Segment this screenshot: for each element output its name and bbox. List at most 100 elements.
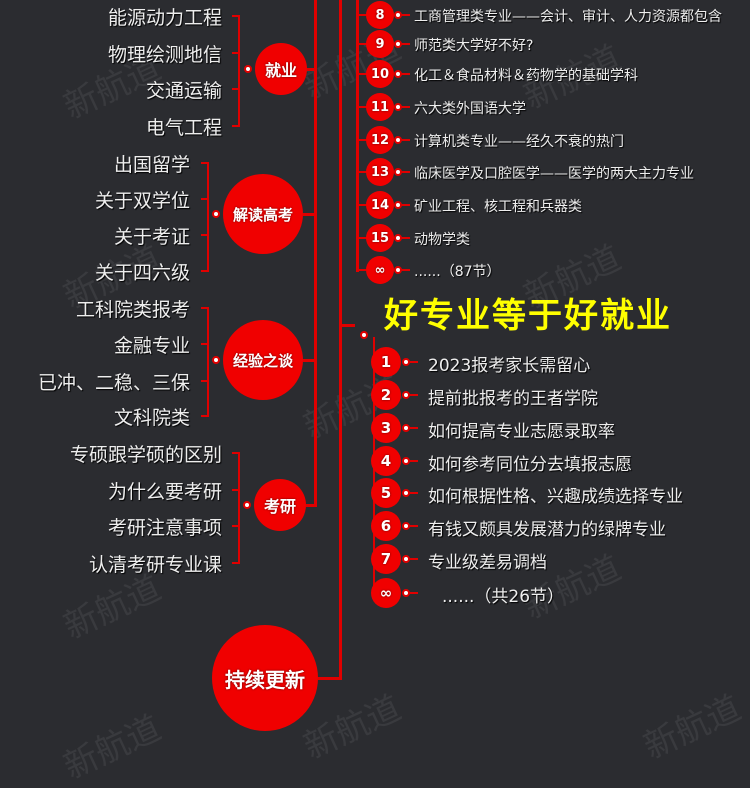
list-item[interactable]: 动物学类	[414, 232, 470, 248]
collapse-dot[interactable]	[394, 11, 402, 19]
leaf-node[interactable]: 考研注意事项	[107, 517, 222, 539]
topic-node[interactable]: 就业	[255, 43, 307, 95]
leaf-node[interactable]: 能源动力工程	[107, 7, 222, 29]
list-number-badge: 14	[366, 191, 394, 219]
collapse-dot[interactable]	[394, 40, 402, 48]
collapse-dot[interactable]	[243, 501, 251, 509]
list-item[interactable]: 提前批报考的王者学院	[428, 389, 598, 409]
connector-line	[232, 88, 240, 90]
collapse-dot[interactable]	[394, 136, 402, 144]
list-number-badge: 9	[366, 30, 394, 58]
list-number-badge: 5	[371, 478, 401, 508]
connector-line	[357, 139, 367, 141]
leaf-node[interactable]: 为什么要考研	[107, 481, 222, 503]
leaf-node[interactable]: 物理绘测地信	[107, 44, 222, 66]
connector-line	[410, 558, 418, 560]
collapse-dot[interactable]	[360, 331, 368, 339]
collapse-dot[interactable]	[402, 522, 410, 530]
list-item[interactable]: 工商管理类专业——会计、审计、人力资源都包含	[414, 9, 722, 25]
connector-line	[402, 73, 410, 75]
list-item[interactable]: ......（共26节）	[442, 587, 565, 607]
collapse-dot[interactable]	[394, 70, 402, 78]
collapse-dot[interactable]	[402, 424, 410, 432]
connector-line	[232, 452, 240, 454]
list-number-badge: 6	[371, 511, 401, 541]
watermark: 新航道	[57, 707, 168, 788]
topic-node[interactable]: 经验之谈	[223, 320, 303, 400]
leaf-node[interactable]: 交通运输	[145, 80, 222, 102]
collapse-dot[interactable]	[394, 234, 402, 242]
list-number-badge: 4	[371, 446, 401, 476]
connector-line	[402, 139, 410, 141]
collapse-dot[interactable]	[394, 266, 402, 274]
connector-line	[357, 269, 367, 271]
collapse-dot[interactable]	[394, 103, 402, 111]
collapse-dot[interactable]	[402, 489, 410, 497]
list-number-badge: 2	[371, 380, 401, 410]
topic-node[interactable]: 解读高考	[223, 174, 303, 254]
collapse-dot[interactable]	[212, 356, 220, 364]
connector-line	[410, 492, 418, 494]
leaf-node[interactable]: 关于双学位	[94, 190, 190, 212]
list-number-badge: 3	[371, 413, 401, 443]
leaf-node[interactable]: 关于四六级	[94, 262, 190, 284]
connector-line	[410, 361, 418, 363]
topic-node-continuous-update[interactable]: 持续更新	[212, 625, 318, 731]
leaf-node[interactable]: 电气工程	[145, 117, 222, 139]
connector-line	[307, 68, 316, 71]
leaf-node[interactable]: 认清考研专业课	[88, 554, 222, 576]
list-item[interactable]: 矿业工程、核工程和兵器类	[414, 199, 582, 215]
connector-line	[402, 269, 410, 271]
leaf-node[interactable]: 专硕跟学硕的区别	[69, 444, 222, 466]
connector-line	[201, 270, 209, 272]
list-number-badge: 10	[366, 60, 394, 88]
collapse-dot[interactable]	[244, 65, 252, 73]
connector-line	[306, 504, 316, 507]
leaf-node[interactable]: 出国留学	[113, 154, 190, 176]
list-item[interactable]: 2023报考家长需留心	[428, 356, 591, 376]
connector-line	[410, 394, 418, 396]
topic-node[interactable]: 考研	[254, 479, 306, 531]
connector-line	[357, 73, 367, 75]
list-item[interactable]: 化工＆食品材料＆药物学的基础学科	[414, 68, 638, 84]
list-item[interactable]: 有钱又颇具发展潜力的绿牌专业	[428, 520, 666, 540]
connector-line	[357, 237, 367, 239]
list-item[interactable]: 如何提高专业志愿录取率	[428, 422, 615, 442]
collapse-dot[interactable]	[402, 589, 410, 597]
list-number-badge: 8	[366, 1, 394, 29]
connector-line	[410, 592, 418, 594]
collapse-dot[interactable]	[402, 457, 410, 465]
list-item[interactable]: 六大类外国语大学	[414, 101, 526, 117]
connector-line	[402, 43, 410, 45]
list-number-badge: ∞	[366, 256, 394, 284]
connector-line	[356, 0, 359, 272]
list-item[interactable]: 如何根据性格、兴趣成绩选择专业	[428, 487, 683, 507]
leaf-node[interactable]: 文科院类	[113, 407, 190, 429]
collapse-dot[interactable]	[212, 210, 220, 218]
list-item[interactable]: 专业级差易调档	[428, 553, 547, 573]
list-number-badge: 7	[371, 544, 401, 574]
connector-line	[201, 162, 209, 164]
connector-line	[402, 14, 410, 16]
list-item[interactable]: 师范类大学好不好?	[414, 38, 534, 54]
collapse-dot[interactable]	[394, 168, 402, 176]
collapse-dot[interactable]	[402, 555, 410, 563]
list-item[interactable]: 如何参考同位分去填报志愿	[428, 455, 632, 475]
connector-line	[238, 15, 240, 125]
collapse-dot[interactable]	[394, 201, 402, 209]
list-item[interactable]: 计算机类专业——经久不衰的热门	[414, 134, 624, 150]
collapse-dot[interactable]	[402, 391, 410, 399]
list-item[interactable]: 临床医学及口腔医学——医学的两大主力专业	[414, 166, 694, 182]
connector-line	[303, 359, 316, 362]
connector-line	[238, 452, 240, 562]
leaf-node[interactable]: 已冲、二稳、三保	[37, 372, 190, 394]
list-item[interactable]: ......（87节）	[414, 264, 501, 280]
connector-line	[357, 204, 367, 206]
collapse-dot[interactable]	[402, 358, 410, 366]
leaf-node[interactable]: 工科院类报考	[75, 299, 190, 321]
connector-line	[357, 171, 367, 173]
leaf-node[interactable]: 关于考证	[113, 226, 190, 248]
leaf-node[interactable]: 金融专业	[113, 335, 190, 357]
connector-line	[357, 106, 367, 108]
connector-line	[410, 427, 418, 429]
